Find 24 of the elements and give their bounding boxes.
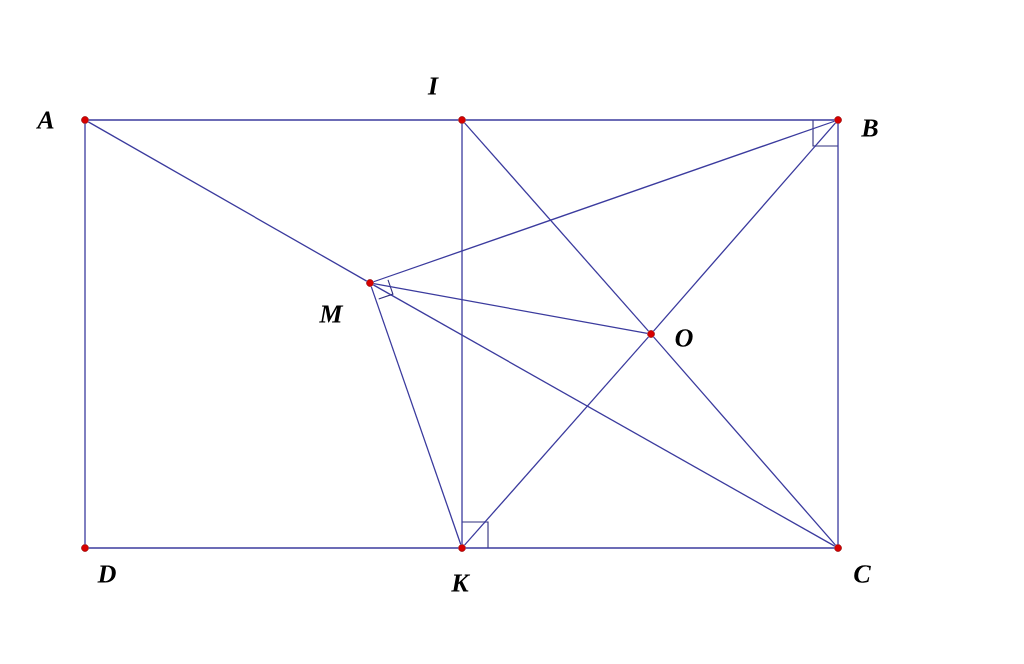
line-segment [370,285,462,546]
line-segment [88,547,459,549]
line-segment [652,336,837,546]
line-segment [465,547,835,549]
point-label: K [451,574,471,592]
line-segment [652,122,837,332]
line-segment [88,119,459,121]
point-label: C [854,565,871,583]
point-label: I [427,77,439,95]
line-segment [465,119,835,121]
line-segment [463,122,650,332]
line-segment [87,121,368,282]
line-segment [463,336,650,546]
point-label: M [319,305,344,323]
line-segment [373,283,648,334]
line-segment [461,123,463,545]
point-label: D [97,565,116,583]
point-label: A [36,111,54,129]
point-label: B [861,119,878,137]
line-segment [372,284,836,547]
line-segment [84,123,86,545]
line-segment [372,120,836,283]
line-segment [837,123,839,545]
point-label: O [675,329,693,347]
